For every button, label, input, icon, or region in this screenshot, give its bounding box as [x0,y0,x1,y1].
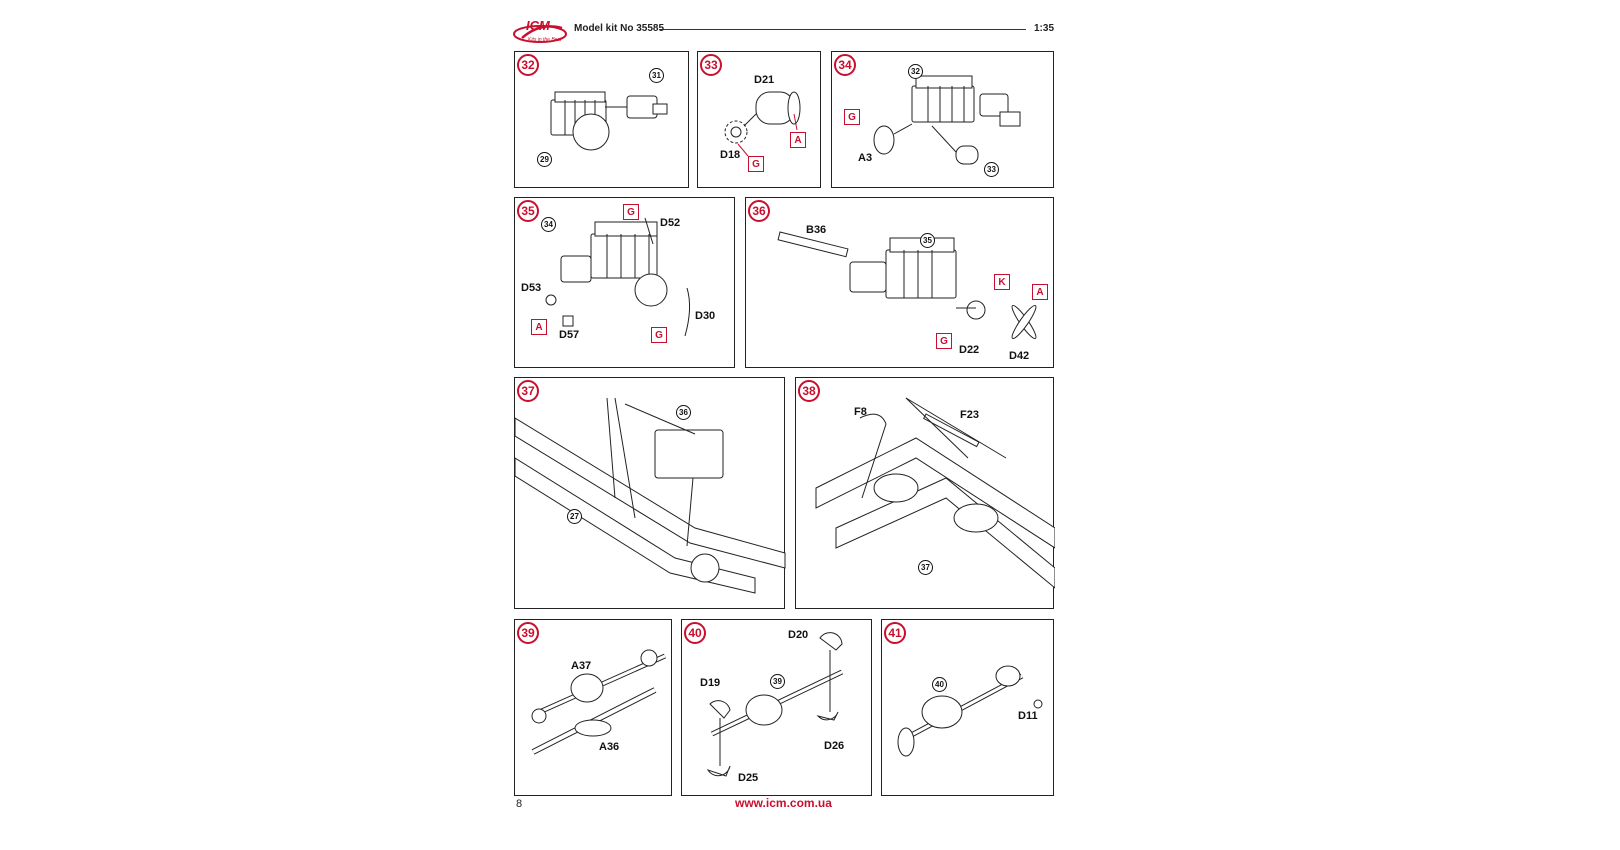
part-label: D30 [695,310,716,322]
assembly-reference: 32 [908,64,923,79]
sprue-tag: A [790,132,806,148]
step-number: 32 [517,54,539,76]
step-38-panel: 38 37 F8 F23 [795,377,1055,609]
engine-accessories-illustration [545,217,691,337]
page-number: 8 [516,798,523,810]
step-number: 33 [700,54,722,76]
engine-block-illustration [550,91,668,151]
part-label: D25 [738,772,759,784]
assembly-reference: 39 [770,674,785,689]
axle-hubs-illustration [706,632,844,777]
part-label: D20 [788,629,809,641]
step-34-panel: 34 32 33 A3 G [831,51,1054,188]
chassis-driveshaft-illustration [815,397,1055,589]
sprue-tag: G [651,327,667,343]
starter-illustration [724,91,801,157]
engine-driveline-illustration [777,231,1037,340]
sprue-tag: A [531,319,547,335]
part-label: F8 [854,406,867,418]
step-39-panel: 39 A37 A36 [514,619,672,796]
assembly-reference: 29 [537,152,552,167]
step-35-panel: 35 34 D52 D53 D57 D30 G A G [514,197,735,368]
step-37-panel: 37 36 27 [514,377,786,609]
part-label: D52 [660,217,681,229]
step-number: 41 [884,622,906,644]
brand-name: ICM [526,18,550,33]
step-36-panel: 36 35 B36 D22 D42 K A G [745,197,1054,368]
step-number: 35 [517,200,539,222]
assembly-reference: 27 [567,509,582,524]
sprue-tag: G [623,204,639,220]
step-number: 40 [684,622,706,644]
sprue-tag: K [994,274,1010,290]
part-label: F23 [960,409,979,421]
assembled-axle-illustration [897,665,1043,757]
kit-scale: 1:35 [1034,23,1055,34]
assembly-reference: 34 [541,217,556,232]
part-label: D53 [521,282,542,294]
part-label: A3 [858,152,873,164]
part-label: D26 [824,740,845,752]
header-rule [660,29,1026,30]
assembly-reference: 35 [920,233,935,248]
part-label: D42 [1009,350,1030,362]
step-number: 37 [517,380,539,402]
icm-logo: ICM Kits in the Best [512,18,568,46]
part-label: D19 [700,677,721,689]
step-40-panel: 40 39 D20 D19 D26 D25 [681,619,872,796]
step-number: 34 [834,54,856,76]
step-number: 38 [798,380,820,402]
sprue-tag: G [936,333,952,349]
part-label: A37 [571,660,592,672]
sprue-tag: G [748,156,764,172]
part-label: B36 [806,224,827,236]
sprue-tag: G [844,109,860,125]
step-33-panel: 33 D21 D18 A G [697,51,821,188]
step-41-panel: 41 40 D11 [881,619,1054,796]
part-label: A36 [599,741,620,753]
part-label: D18 [720,149,741,161]
part-label: D57 [559,329,580,341]
assembly-reference: 40 [932,677,947,692]
engine-assembly-illustration [873,75,1021,165]
front-axle-illustration [531,649,667,755]
part-label: D21 [754,74,775,86]
website-link[interactable]: www.icm.com.ua [735,796,832,810]
part-label: D11 [1018,710,1038,722]
kit-title: Model kit No 35585 [574,23,665,34]
assembly-reference: 36 [676,405,691,420]
brand-tagline: Kits in the Best [528,37,562,43]
chassis-frame-illustration [515,397,786,594]
assembly-reference: 33 [984,162,999,177]
part-label: D22 [959,344,980,356]
sprue-tag: A [1032,284,1048,300]
step-32-panel: 32 31 29 [514,51,689,188]
assembly-reference: 31 [649,68,664,83]
step-number: 39 [517,622,539,644]
assembly-reference: 37 [918,560,933,575]
step-number: 36 [748,200,770,222]
